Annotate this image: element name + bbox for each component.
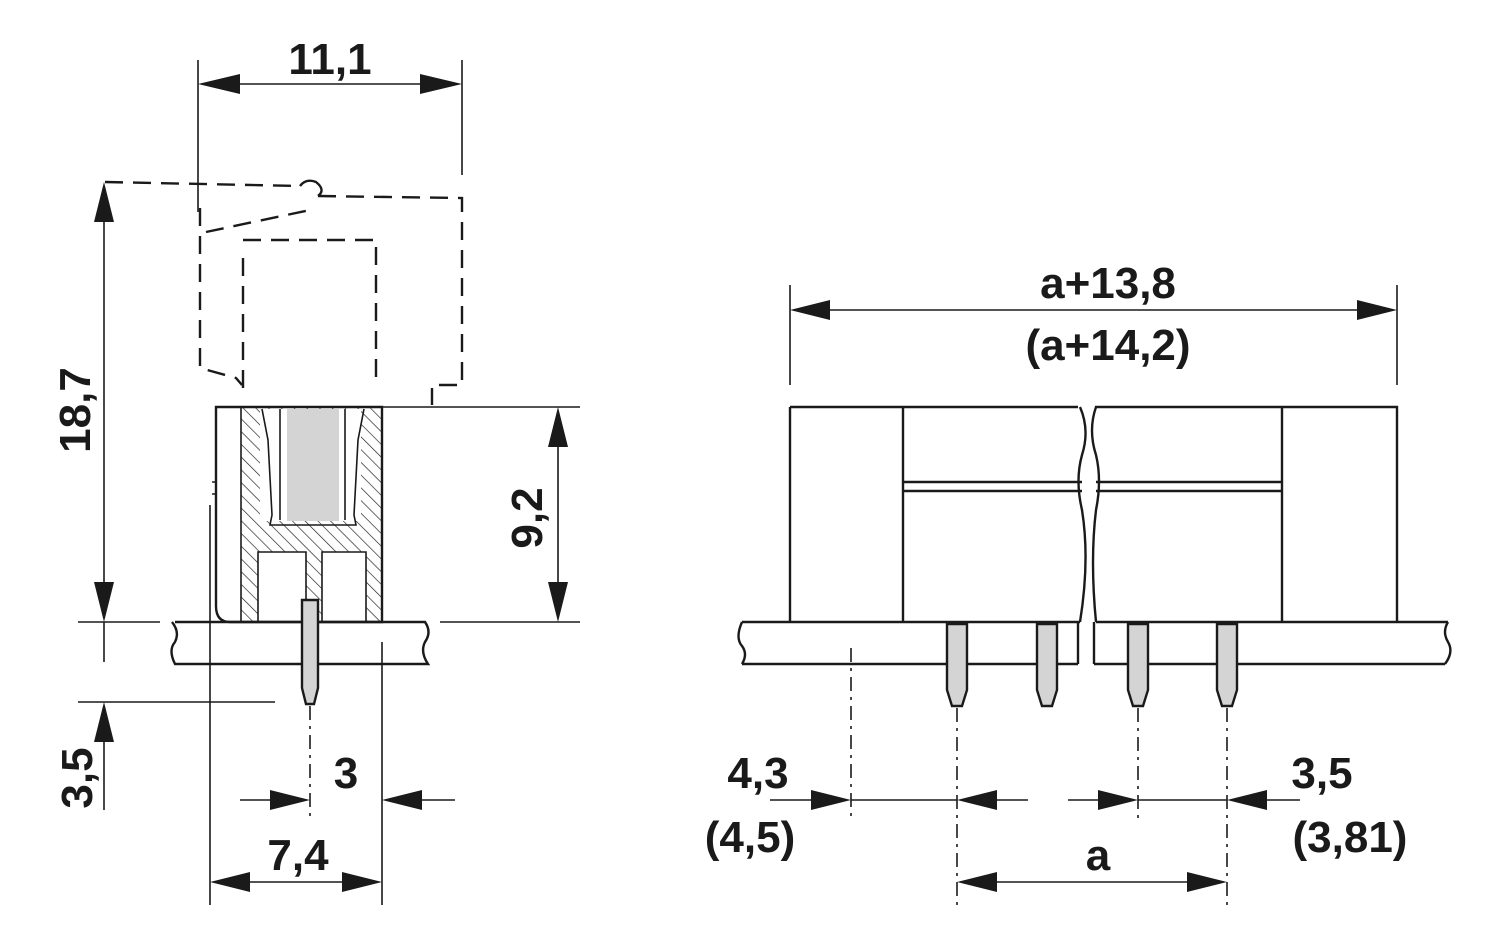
dim-footprint-7-4: 7,4 [210,831,382,892]
dim-right-offset: 3,5 (3,81) [1068,749,1407,862]
dim-pin-length-label: 3,5 [53,747,102,808]
dim-total-height-label: 18,7 [51,367,100,453]
side-extension-lines [78,60,580,905]
dim-length-alt-label: (a+14,2) [1025,321,1190,370]
pin-3 [1126,622,1150,708]
solder-pin-side [300,598,320,706]
solder-pins-front [945,622,1239,708]
dim-width-11-1: 11,1 [198,35,462,94]
dim-left-offset-alt-label: (4,5) [705,813,795,862]
dim-footprint-label: 7,4 [267,831,329,880]
connector-body-section [212,405,384,624]
dim-length-label: a+13,8 [1040,259,1176,308]
dim-height-9-2: 9,2 [503,407,568,622]
dim-pitch-label: a [1086,831,1111,880]
pin-4 [1215,622,1239,708]
dim-pin-length-3-5: 3,5 [53,622,114,810]
pin-1 [945,622,969,708]
dim-right-offset-alt-label: (3,81) [1293,813,1408,862]
front-extension-lines [789,285,1398,905]
dim-width-label: 11,1 [288,35,371,84]
dim-left-offset-label: 4,3 [727,749,788,798]
dim-pitch: a [957,831,1227,892]
front-view: a+13,8 (a+14,2) 4,3 (4,5) 3,5 (3,81) [705,259,1452,905]
pin-2 [1035,622,1059,708]
pcb-front [737,620,1452,666]
dim-body-height-label: 9,2 [503,487,552,548]
dim-length: a+13,8 (a+14,2) [790,259,1397,370]
pcb-side [170,620,431,666]
mating-plug-outline [104,179,464,405]
dim-right-offset-label: 3,5 [1291,749,1352,798]
dim-pin-offset-label: 3 [334,749,358,798]
connector-body-front [788,405,1399,623]
dim-left-offset: 4,3 (4,5) [705,749,1028,862]
side-view: 11,1 18,7 9,2 3,5 3 [51,35,580,905]
dim-pin-offset-3: 3 [240,749,455,810]
dim-height-18-7: 18,7 [51,182,114,622]
